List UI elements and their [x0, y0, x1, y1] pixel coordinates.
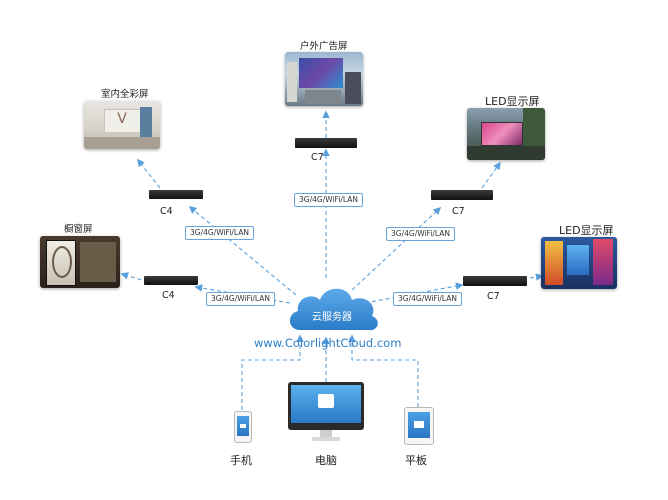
- network-label-left-upper: 3G/4G/WiFi/LAN: [185, 226, 255, 240]
- tablet-device: [404, 407, 434, 445]
- line-lr-screen: [529, 273, 544, 281]
- c7-upper-label: C7: [452, 206, 465, 217]
- outdoor-ad-photo: [285, 52, 363, 106]
- c7-lower-label: C7: [487, 291, 500, 302]
- indoor-fullcolor-label: 室内全彩屏: [101, 89, 149, 100]
- line-ul-screen: [137, 158, 161, 189]
- line-ur-screen: [481, 161, 501, 189]
- computer-device: [288, 382, 364, 442]
- network-label-right-upper: 3G/4G/WiFi/LAN: [386, 227, 456, 241]
- c7-upper-controller: [431, 190, 493, 200]
- c7-top-label: C7: [311, 152, 324, 163]
- line-ll-screen: [120, 272, 149, 283]
- led-right-label: LED显示屏: [559, 224, 614, 237]
- line-tablet: [348, 334, 419, 407]
- line-ul-cloud: [188, 206, 297, 296]
- c7-top-controller: [295, 138, 357, 148]
- cloud-label: 云服务器: [312, 312, 352, 323]
- c7-lower-controller: [463, 276, 527, 286]
- c4-upper-label: C4: [160, 206, 173, 217]
- network-label-left-lower: 3G/4G/WiFi/LAN: [206, 292, 276, 306]
- indoor-fullcolor-photo: V: [84, 101, 160, 149]
- led-top-photo: [467, 108, 545, 160]
- cloud-url: www.ColorlightCloud.com: [254, 336, 402, 350]
- line-phone: [241, 334, 304, 410]
- computer-label: 电脑: [315, 454, 337, 467]
- window-label: 橱窗屏: [64, 224, 93, 235]
- network-label-top: 3G/4G/WiFi/LAN: [294, 193, 364, 207]
- tablet-label: 平板: [405, 454, 427, 467]
- c4-lower-controller: [144, 276, 198, 285]
- window-photo: [40, 236, 120, 288]
- line-ur-cloud: [351, 206, 442, 291]
- c4-lower-label: C4: [162, 290, 175, 301]
- phone-device: [234, 411, 252, 443]
- network-label-right-lower: 3G/4G/WiFi/LAN: [393, 292, 463, 306]
- led-top-label: LED显示屏: [485, 95, 540, 108]
- c4-upper-controller: [149, 190, 203, 199]
- cloud-icon: [289, 288, 378, 331]
- outdoor-ad-label: 户外广告屏: [300, 41, 348, 52]
- phone-label: 手机: [230, 454, 252, 467]
- led-right-photo: [541, 237, 617, 289]
